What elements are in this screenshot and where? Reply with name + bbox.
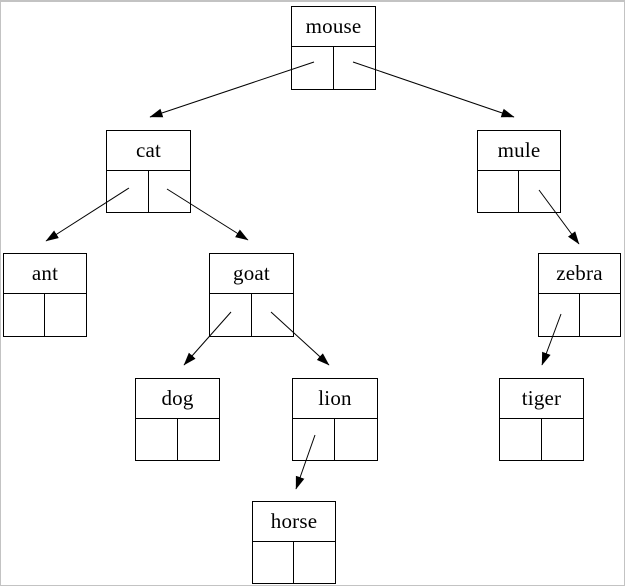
tree-node-dog: dog xyxy=(135,378,220,461)
tree-node-ant: ant xyxy=(3,253,87,337)
left-pointer-cell xyxy=(253,542,294,583)
node-label: dog xyxy=(136,379,219,419)
node-pointer-cells xyxy=(4,294,86,336)
tree-node-tiger: tiger xyxy=(499,378,584,461)
node-label: ant xyxy=(4,254,86,294)
tree-node-lion: lion xyxy=(292,378,378,461)
node-pointer-cells xyxy=(293,419,377,460)
node-label: mouse xyxy=(292,7,375,47)
tree-node-mouse: mouse xyxy=(291,6,376,90)
node-label: lion xyxy=(293,379,377,419)
right-pointer-cell xyxy=(334,47,376,89)
node-pointer-cells xyxy=(210,294,293,336)
edge-mouse-right-to-mule xyxy=(352,61,515,118)
left-pointer-cell xyxy=(539,294,580,336)
left-pointer-cell xyxy=(478,171,519,212)
right-pointer-cell xyxy=(252,294,294,336)
right-pointer-cell xyxy=(149,171,191,212)
node-label: cat xyxy=(107,131,190,171)
node-label: tiger xyxy=(500,379,583,419)
node-pointer-cells xyxy=(500,419,583,460)
left-pointer-cell xyxy=(293,419,335,460)
node-pointer-cells xyxy=(539,294,620,336)
left-pointer-cell xyxy=(107,171,149,212)
right-pointer-cell xyxy=(45,294,86,336)
right-pointer-cell xyxy=(178,419,220,460)
right-pointer-cell xyxy=(294,542,335,583)
node-pointer-cells xyxy=(136,419,219,460)
node-label: horse xyxy=(253,502,335,542)
left-pointer-cell xyxy=(4,294,45,336)
right-pointer-cell xyxy=(335,419,377,460)
left-pointer-cell xyxy=(136,419,178,460)
node-label: mule xyxy=(478,131,560,171)
edge-mouse-left-to-cat xyxy=(149,61,315,118)
right-pointer-cell xyxy=(580,294,621,336)
left-pointer-cell xyxy=(292,47,334,89)
tree-node-cat: cat xyxy=(106,130,191,213)
tree-node-mule: mule xyxy=(477,130,561,213)
tree-node-goat: goat xyxy=(209,253,294,337)
node-pointer-cells xyxy=(478,171,560,212)
left-pointer-cell xyxy=(500,419,542,460)
node-pointer-cells xyxy=(253,542,335,583)
node-label: zebra xyxy=(539,254,620,294)
node-label: goat xyxy=(210,254,293,294)
tree-node-zebra: zebra xyxy=(538,253,621,337)
node-pointer-cells xyxy=(292,47,375,89)
right-pointer-cell xyxy=(542,419,584,460)
tree-node-horse: horse xyxy=(252,501,336,584)
node-pointer-cells xyxy=(107,171,190,212)
right-pointer-cell xyxy=(519,171,560,212)
left-pointer-cell xyxy=(210,294,252,336)
